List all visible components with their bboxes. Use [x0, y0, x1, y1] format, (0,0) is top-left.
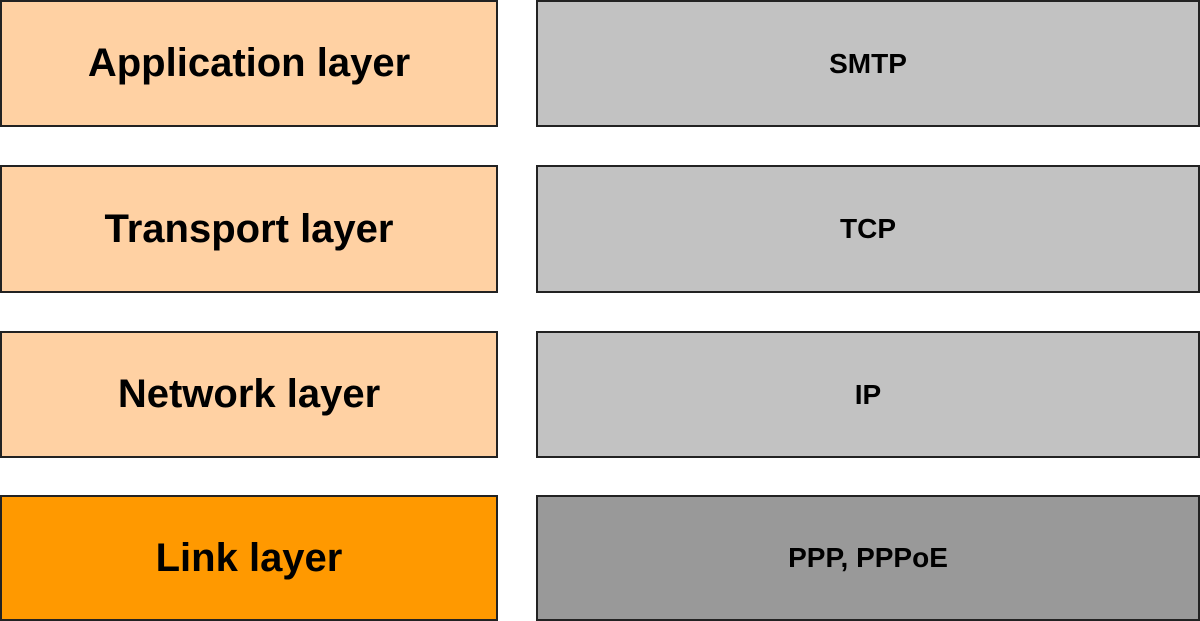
layer-box-application: Application layer	[0, 0, 498, 127]
layer-box-network: Network layer	[0, 331, 498, 458]
layer-box-transport: Transport layer	[0, 165, 498, 293]
protocol-box-network: IP	[536, 331, 1200, 458]
protocol-box-link: PPP, PPPoE	[536, 495, 1200, 621]
protocol-box-application: SMTP	[536, 0, 1200, 127]
protocol-box-transport: TCP	[536, 165, 1200, 293]
layer-box-link: Link layer	[0, 495, 498, 621]
